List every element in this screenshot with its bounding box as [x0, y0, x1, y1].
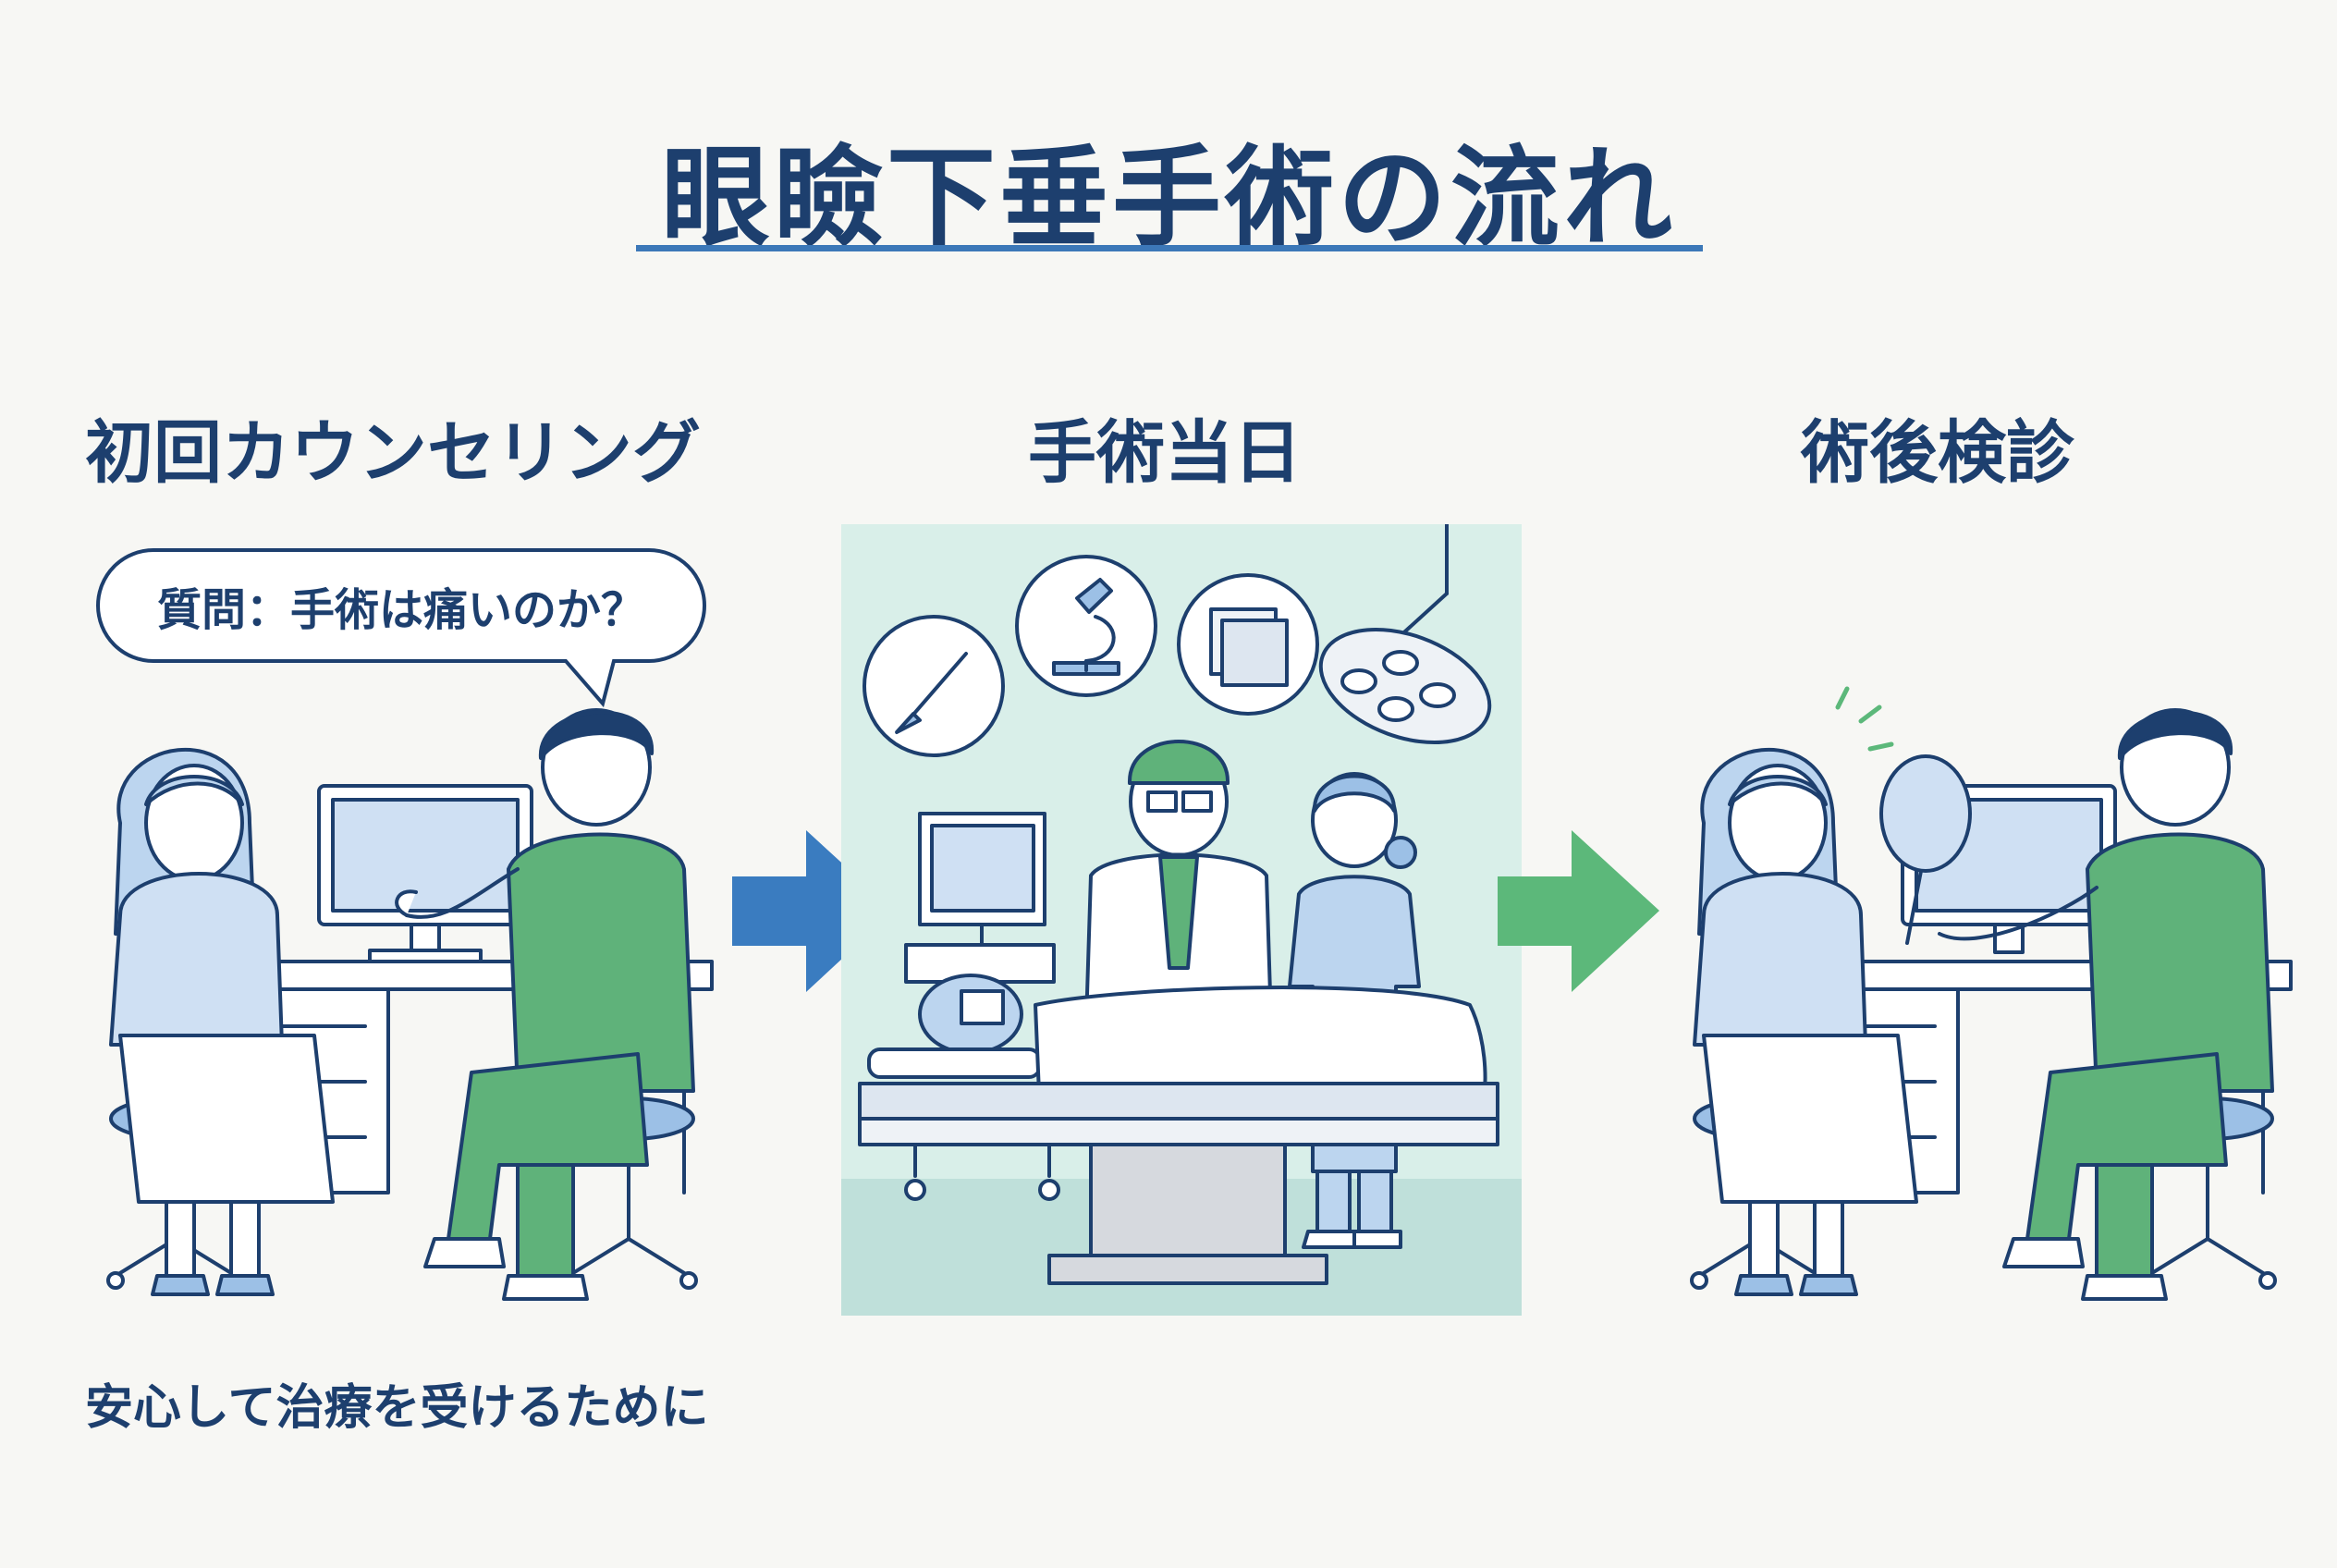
microscope-icon — [1015, 555, 1157, 697]
counseling-caption: 安心して治療を受けるために — [85, 1380, 709, 1436]
operating-room-scene — [841, 524, 1522, 1316]
speech-bubble: 質問：手術は痛いのか？ — [96, 548, 706, 708]
title-underline — [636, 245, 1703, 251]
counseling-scene — [106, 708, 714, 1301]
speech-bubble-text: 質問：手術は痛いのか？ — [156, 584, 645, 636]
scalpel-icon — [863, 615, 1005, 757]
step-arrow-1 — [732, 830, 894, 992]
gauze-icon — [1177, 573, 1319, 716]
surgical-light-icon — [1318, 524, 1492, 745]
hand-mirror-icon — [1879, 754, 1972, 945]
step-arrow-2 — [1498, 830, 1659, 992]
step-label-follow-up: 術後検診 — [1801, 413, 2074, 493]
page-title: 眼瞼下垂手術の流れ — [660, 134, 1676, 262]
step-label-counseling: 初回カウンセリング — [85, 413, 701, 493]
step-label-surgery-day: 手術当日 — [1028, 413, 1302, 493]
follow-up-scene — [1690, 686, 2293, 1301]
